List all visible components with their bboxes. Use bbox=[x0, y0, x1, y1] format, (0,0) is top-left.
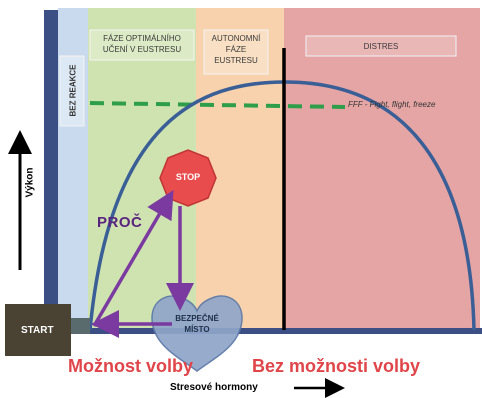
zone-header-autonomous bbox=[203, 29, 269, 75]
why-label: PROČ bbox=[97, 214, 143, 231]
stop-label: STOP bbox=[175, 172, 201, 182]
zone-label-no-reaction: BEZ REAKCE bbox=[68, 64, 78, 117]
arrow-start-to-stop bbox=[92, 189, 174, 327]
x-axis-bar bbox=[44, 328, 482, 334]
fff-threshold-label: FFF - Fight, flight, freeze bbox=[348, 100, 436, 109]
stop-octagon bbox=[159, 149, 217, 207]
safe-place-label: BEZPEČNÉ MÍSTO bbox=[175, 314, 219, 334]
start-arrow-shaft bbox=[70, 318, 90, 334]
start-label: START bbox=[21, 324, 54, 336]
y-axis-label: Výkon bbox=[24, 167, 36, 198]
x-axis-label: Stresové hormony bbox=[170, 382, 258, 393]
zone-header-distress bbox=[305, 35, 457, 57]
zone-label-optimal: FÁZE OPTIMÁLNÍHO UČENÍ V EUSTRESU bbox=[102, 34, 182, 54]
zone-distress bbox=[284, 8, 480, 330]
safe-place-heart bbox=[151, 295, 243, 372]
start-box: START bbox=[5, 304, 71, 356]
choice-label: Možnost volby bbox=[68, 356, 193, 376]
zone-header-no-reaction bbox=[59, 55, 85, 127]
zone-label-distress: DISTRES bbox=[363, 42, 399, 51]
no-choice-label: Bez možnosti volby bbox=[252, 356, 421, 376]
zone-label-autonomous: AUTONOMNÍ FÁZE EUSTRESU bbox=[211, 34, 261, 65]
zone-header-optimal bbox=[89, 29, 195, 61]
y-axis-bar bbox=[44, 10, 58, 330]
